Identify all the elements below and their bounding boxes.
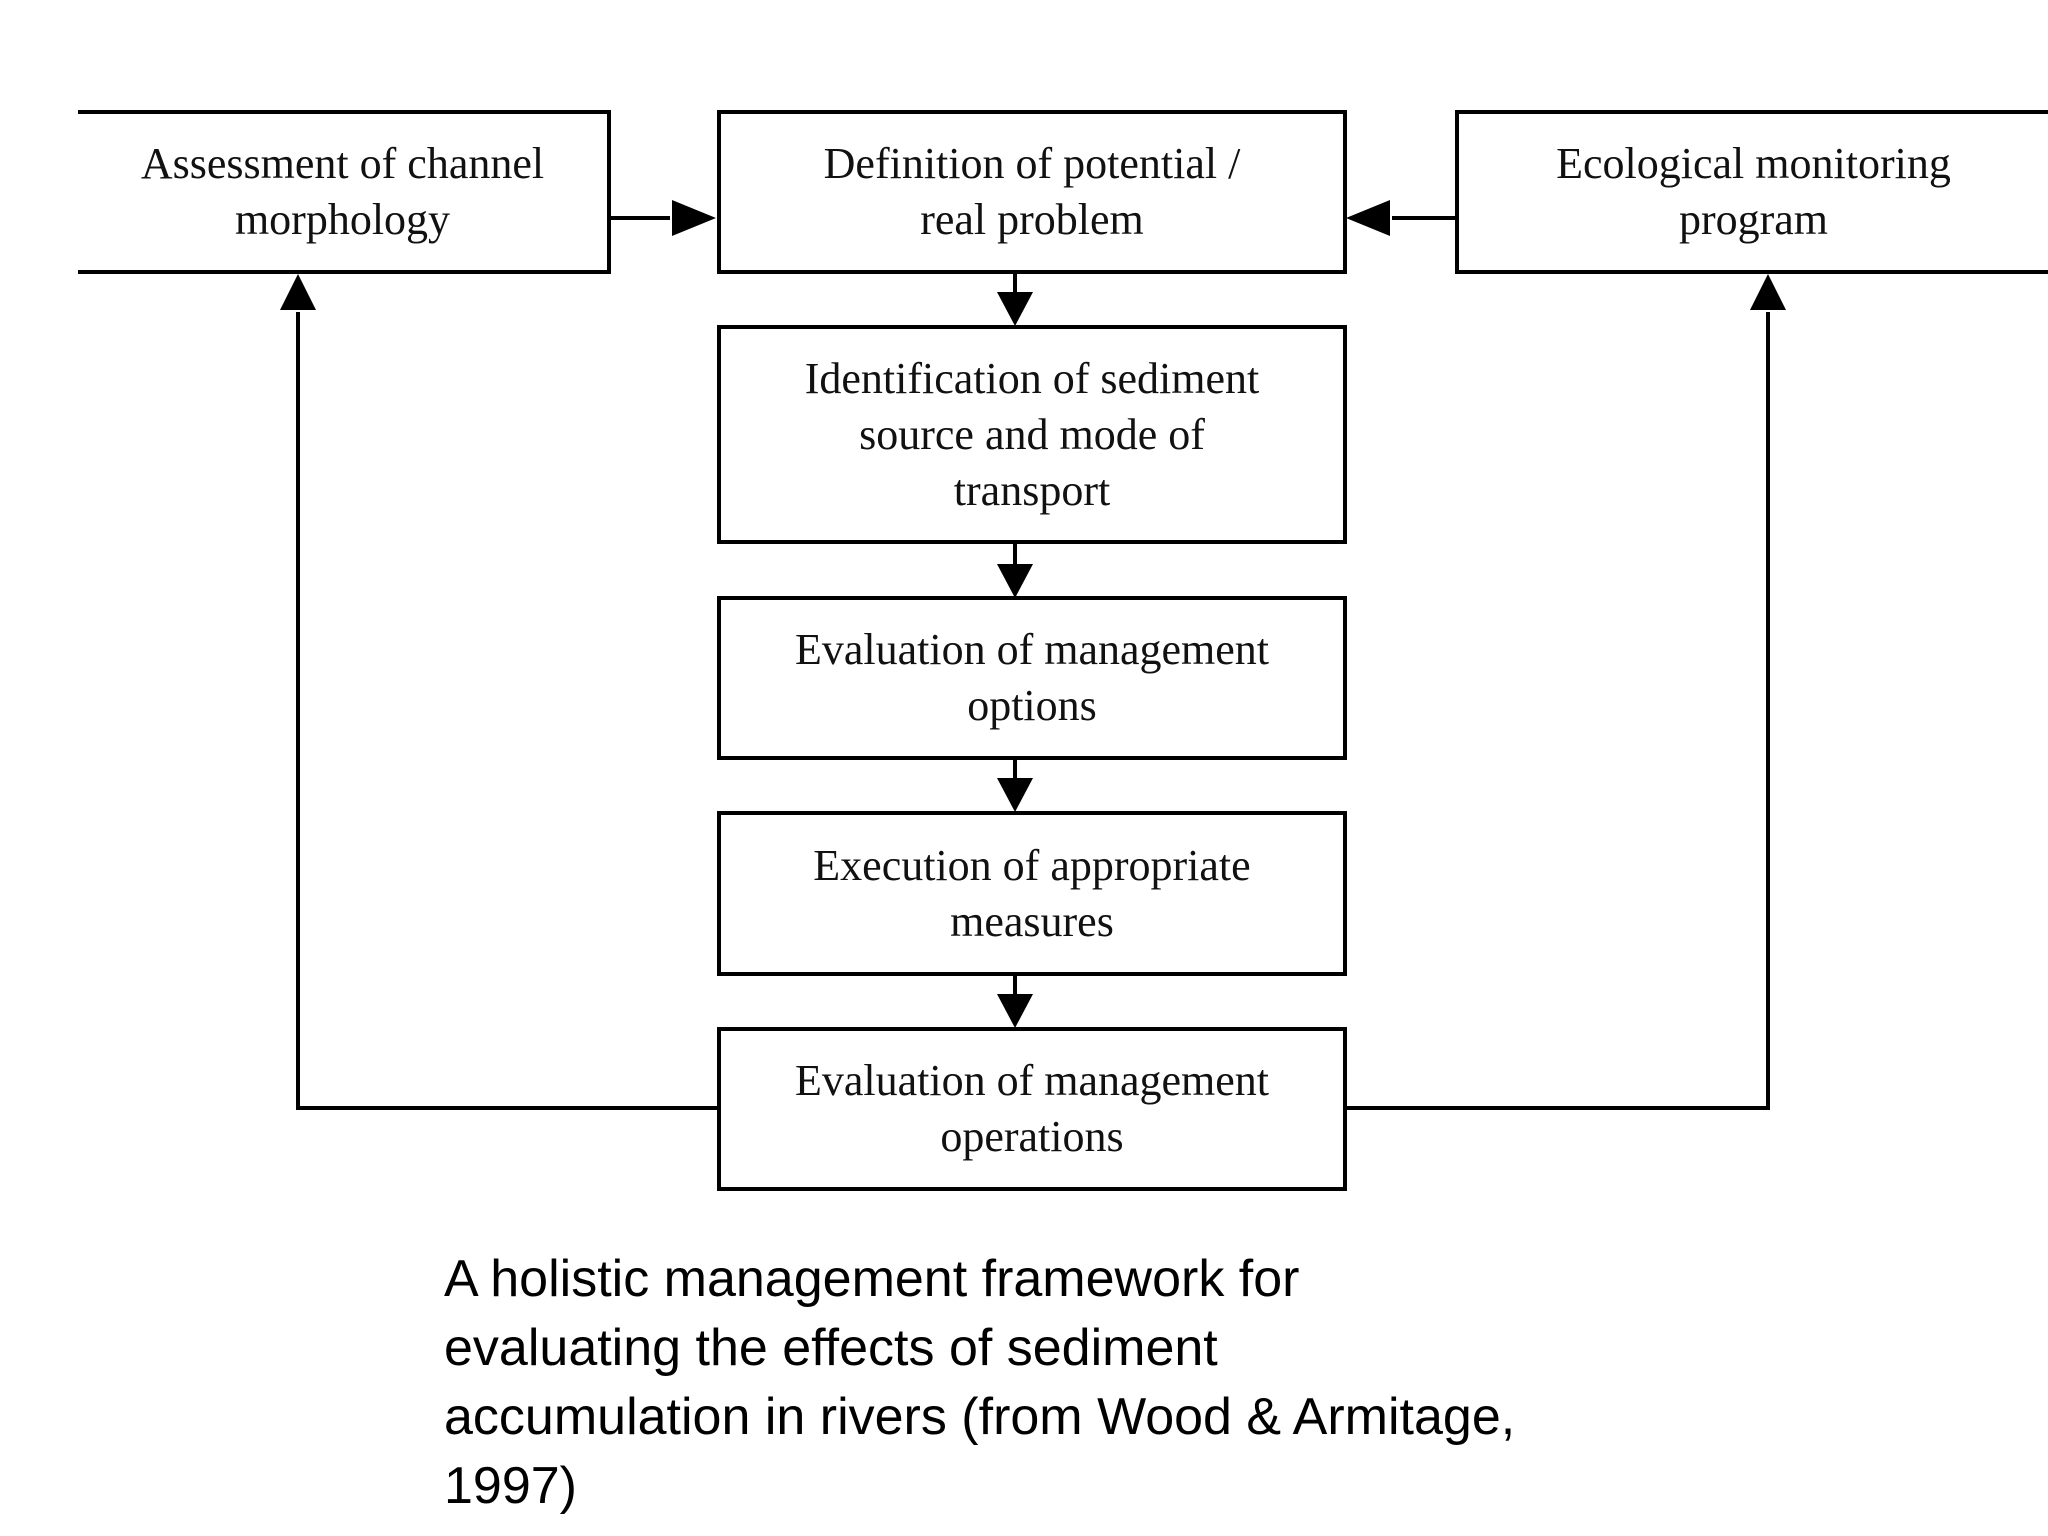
- box-channel-morphology-label: Assessment of channel morphology: [140, 139, 545, 244]
- arrowhead-into-options: [997, 564, 1033, 598]
- box-sediment-identification: Identification of sediment source and mo…: [717, 325, 1347, 544]
- box-problem-definition: Definition of potential / real problem: [717, 110, 1347, 274]
- box-sediment-identification-label: Identification of sediment source and mo…: [804, 353, 1260, 515]
- feedback-path-to-morphology: [296, 312, 718, 1110]
- box-execution-measures-label: Execution of appropriate measures: [813, 840, 1251, 946]
- box-channel-morphology: Assessment of channel morphology: [78, 110, 611, 274]
- feedback-path-to-monitoring: [1346, 312, 1770, 1110]
- box-evaluation-options-label: Evaluation of management options: [794, 625, 1270, 730]
- arrowhead-into-execution: [997, 778, 1033, 812]
- arrowhead-into-monitoring: [1750, 274, 1786, 310]
- arrowhead-into-morphology: [280, 274, 316, 310]
- box-evaluation-operations-label: Evaluation of management operations: [794, 1056, 1270, 1161]
- arrowhead-into-identification: [997, 292, 1033, 326]
- box-problem-definition-label: Definition of potential / real problem: [823, 139, 1241, 244]
- box-execution-measures: Execution of appropriate measures: [717, 811, 1347, 976]
- arrowhead-into-operations: [997, 994, 1033, 1028]
- box-ecological-monitoring: Ecological monitoring program: [1455, 110, 2048, 274]
- figure-caption: A holistic management framework for eval…: [444, 1250, 1516, 1515]
- box-evaluation-options: Evaluation of management options: [717, 596, 1347, 760]
- arrowhead-into-problem-right: [1346, 200, 1390, 236]
- box-evaluation-operations: Evaluation of management operations: [717, 1027, 1347, 1191]
- arrowhead-into-problem-left: [672, 200, 716, 236]
- box-ecological-monitoring-label: Ecological monitoring program: [1556, 139, 1951, 244]
